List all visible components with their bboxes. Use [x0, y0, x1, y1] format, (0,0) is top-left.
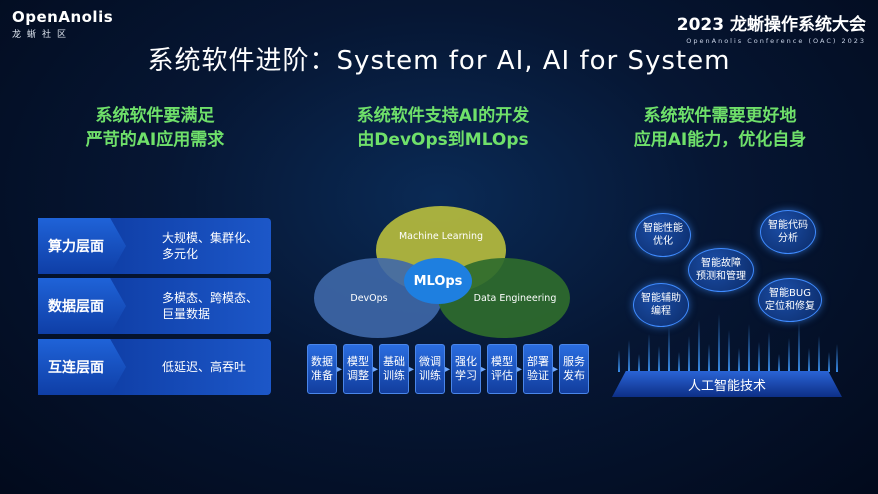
- column-heading-2-line2: 由DevOps到MLOps: [357, 130, 529, 150]
- bubble-perf-opt-text: 智能性能优化: [643, 223, 683, 247]
- column-heading-2-line1: 系统软件支持AI的开发: [356, 106, 530, 126]
- row-data-label: 数据层面: [38, 278, 126, 334]
- step-model-tune: 模型调整: [343, 344, 373, 394]
- row-interconnect-label: 互连层面: [38, 339, 126, 395]
- step-6-text: 模型评估: [491, 355, 513, 382]
- bubble-code-analysis: 智能代码分析: [760, 210, 816, 254]
- arrow-right-icon: ▸: [409, 364, 415, 375]
- step-7-text: 部署验证: [527, 355, 549, 382]
- row-compute-label: 算力层面: [38, 218, 126, 274]
- step-data-prep: 数据准备: [307, 344, 337, 394]
- arrow-right-icon: ▸: [517, 364, 523, 375]
- mlops-label: MLOps: [413, 273, 463, 289]
- conference-subtitle: OpenAnolis Conference (OAC) 2023: [686, 37, 866, 45]
- bubble-fault-prediction-text: 智能故障预测和管理: [696, 258, 746, 282]
- step-finetune: 微调训练: [415, 344, 445, 394]
- devops-label: DevOps: [350, 292, 388, 304]
- logo-name: OpenAnolis: [12, 8, 114, 26]
- column-heading-1: 系统软件要满足 严苛的AI应用需求: [40, 104, 270, 152]
- row-data-line1: 多模态、跨模态、: [162, 291, 259, 305]
- light-bars-decoration: [618, 314, 838, 372]
- row-interconnect: 互连层面 低延迟、高吞吐: [38, 339, 271, 395]
- row-data: 数据层面 多模态、跨模态、巨量数据: [38, 278, 271, 334]
- bubble-perf-opt: 智能性能优化: [635, 213, 691, 257]
- step-base-train: 基础训练: [379, 344, 409, 394]
- step-5-text: 强化学习: [455, 355, 477, 382]
- step-rl: 强化学习: [451, 344, 481, 394]
- arrow-right-icon: ▸: [553, 364, 559, 375]
- row-interconnect-body: 低延迟、高吞吐: [102, 339, 271, 395]
- column-heading-1-line2: 严苛的AI应用需求: [85, 130, 225, 150]
- mlops-circle: MLOps: [404, 258, 472, 304]
- row-compute-line2: 多元化: [162, 247, 199, 261]
- row-data-body: 多模态、跨模态、巨量数据: [102, 278, 271, 334]
- logo: OpenAnolis 龙蜥社区: [12, 8, 113, 40]
- row-compute-line1: 大规模、集群化、: [162, 231, 259, 245]
- step-1-text: 数据准备: [311, 355, 333, 382]
- conference-banner: 2023 龙蜥操作系统大会 OpenAnolis Conference (OAC…: [677, 10, 866, 45]
- row-interconnect-line1: 低延迟、高吞吐: [162, 360, 247, 374]
- step-deploy-verify: 部署验证: [523, 344, 553, 394]
- column-heading-1-line1: 系统软件要满足: [95, 106, 215, 126]
- slide-title: 系统软件进阶：System for AI, AI for System: [147, 46, 731, 76]
- column-heading-2: 系统软件支持AI的开发 由DevOps到MLOps: [318, 104, 568, 152]
- arrow-right-icon: ▸: [481, 364, 487, 375]
- step-model-eval: 模型评估: [487, 344, 517, 394]
- row-compute-body: 大规模、集群化、多元化: [102, 218, 271, 274]
- bubble-code-analysis-text: 智能代码分析: [768, 220, 808, 244]
- arrow-right-icon: ▸: [445, 364, 451, 375]
- step-3-text: 基础训练: [383, 355, 405, 382]
- bubble-fault-prediction: 智能故障预测和管理: [688, 248, 754, 292]
- step-service-release: 服务发布: [559, 344, 589, 394]
- row-data-line2: 巨量数据: [162, 307, 211, 321]
- conference-title: 2023 龙蜥操作系统大会: [676, 15, 866, 35]
- column-heading-3: 系统软件需要更好地 应用AI能力，优化自身: [600, 104, 840, 152]
- column-heading-3-line2: 应用AI能力，优化自身: [633, 130, 807, 150]
- step-8-text: 服务发布: [563, 355, 585, 382]
- step-4-text: 微调训练: [419, 355, 441, 382]
- column-heading-3-line1: 系统软件需要更好地: [643, 106, 797, 126]
- data-engineering-label: Data Engineering: [473, 292, 557, 304]
- ml-label: Machine Learning: [398, 230, 484, 242]
- bubble-assisted-programming: 智能辅助编程: [633, 283, 689, 327]
- ai-technology-base: 人工智能技术: [612, 371, 842, 397]
- bubble-assisted-programming-text: 智能辅助编程: [641, 293, 681, 317]
- arrow-right-icon: ▸: [337, 364, 343, 375]
- logo-subtitle: 龙蜥社区: [12, 30, 73, 40]
- row-compute: 算力层面 大规模、集群化、多元化: [38, 218, 271, 274]
- step-2-text: 模型调整: [347, 355, 369, 382]
- arrow-right-icon: ▸: [373, 364, 379, 375]
